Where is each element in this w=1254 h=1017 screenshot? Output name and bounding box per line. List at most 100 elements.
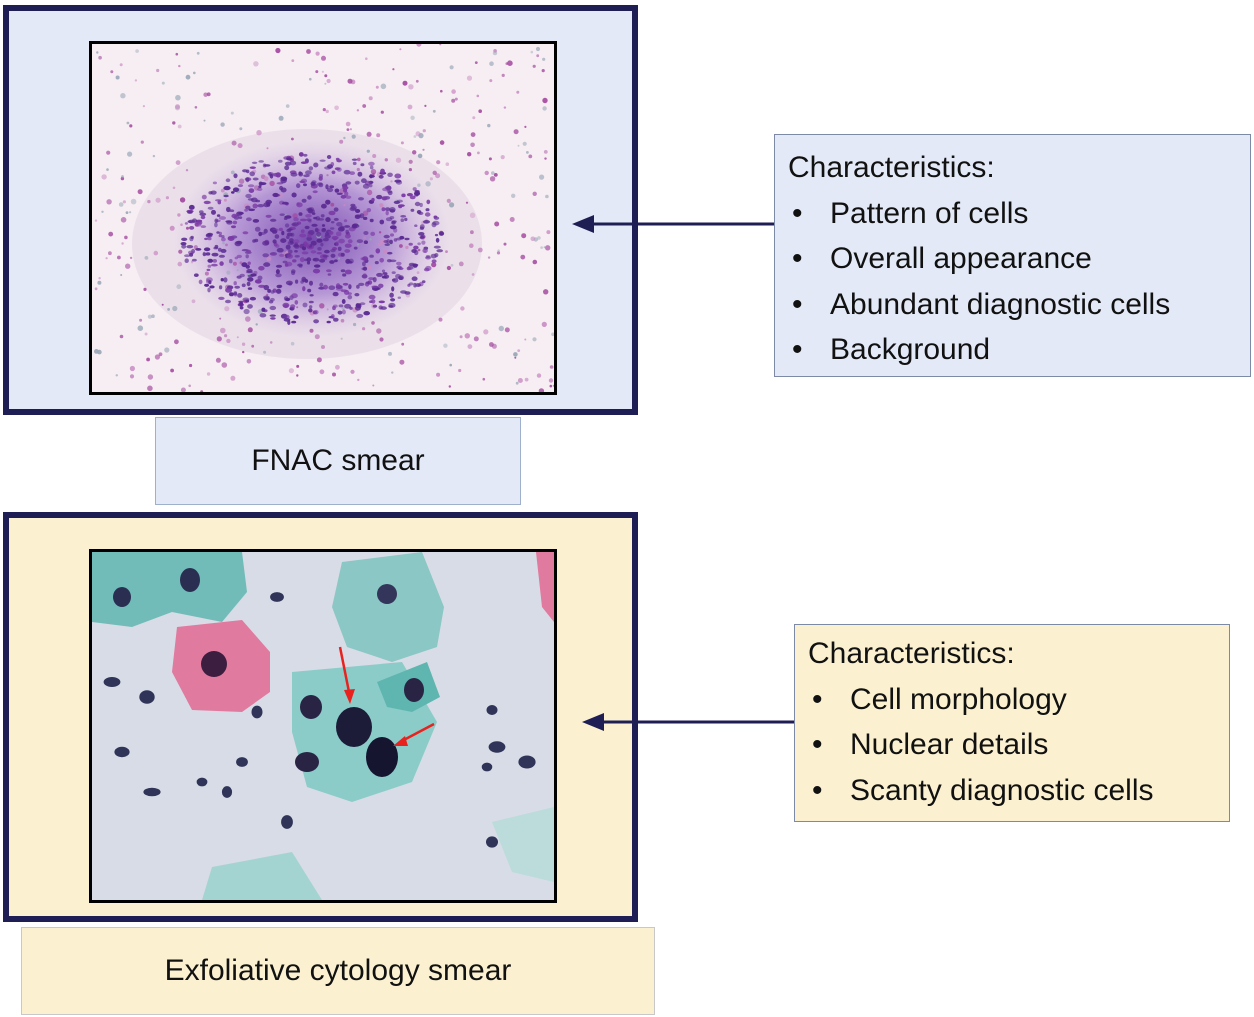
cell-dot xyxy=(242,350,245,354)
cluster-cell xyxy=(271,229,278,234)
cluster-cell xyxy=(426,199,431,205)
cluster-cell xyxy=(228,292,235,297)
cell-dot xyxy=(278,115,284,121)
exfoliative-characteristics-title: Characteristics: xyxy=(808,637,1015,670)
cell-dot xyxy=(196,51,200,55)
cluster-cell xyxy=(326,187,334,193)
cell-dot xyxy=(176,284,182,290)
cell-dot xyxy=(451,98,456,103)
cluster-cell xyxy=(414,224,418,227)
cluster-cell xyxy=(285,261,293,267)
cluster-cell xyxy=(376,194,383,200)
cell-dot xyxy=(536,373,542,378)
cluster-cell xyxy=(306,260,311,265)
cell-dot xyxy=(416,44,422,47)
cell-dot xyxy=(410,115,415,121)
cluster-cell xyxy=(272,239,277,244)
cell-dot xyxy=(408,159,413,164)
cluster-cell xyxy=(342,185,349,190)
nucleus xyxy=(481,762,493,772)
cluster-cell xyxy=(341,309,346,315)
cluster-cell xyxy=(335,241,339,246)
cluster-cell xyxy=(335,283,341,289)
cluster-cell xyxy=(293,239,300,244)
cell-dot xyxy=(315,51,320,56)
cluster-cell xyxy=(357,171,363,177)
cluster-cell xyxy=(300,161,308,164)
cell-dot xyxy=(340,318,345,323)
cell-dot xyxy=(470,132,476,137)
cell-dot xyxy=(266,293,269,296)
cluster-cell xyxy=(360,163,365,167)
cluster-cell xyxy=(396,265,402,269)
cell-dot xyxy=(105,257,108,260)
cell-dot xyxy=(449,363,453,367)
cell-dot xyxy=(296,306,299,309)
cell-dot xyxy=(118,202,124,207)
cell-dot xyxy=(291,137,294,141)
cluster-cell xyxy=(328,210,336,216)
cluster-cell xyxy=(245,205,251,210)
cluster-cell xyxy=(211,209,216,215)
cluster-cell xyxy=(324,249,330,254)
cell-dot xyxy=(125,263,131,269)
cell-dot xyxy=(326,174,329,177)
cluster-cell xyxy=(369,300,373,304)
cluster-cell xyxy=(279,213,285,216)
cell-dot xyxy=(245,316,251,322)
cluster-cell xyxy=(389,259,397,263)
cell-dot xyxy=(413,135,417,138)
cell-dot xyxy=(545,245,551,251)
cell-dot xyxy=(422,129,426,133)
cell-dot xyxy=(522,141,527,146)
cell-dot xyxy=(224,334,228,338)
cell-dot xyxy=(482,377,486,381)
cell-dot xyxy=(156,68,160,73)
cluster-cell xyxy=(322,238,329,242)
cluster-cell xyxy=(299,218,307,222)
cluster-cell xyxy=(280,238,287,244)
cluster-cell xyxy=(310,250,317,254)
cluster-cell xyxy=(321,224,326,227)
cluster-cell xyxy=(343,219,348,223)
cluster-cell xyxy=(337,310,343,315)
cluster-cell xyxy=(308,230,315,235)
cell-dot xyxy=(417,153,423,159)
cluster-cell xyxy=(393,200,401,204)
cell-dot xyxy=(469,243,474,248)
cell-dot xyxy=(391,371,394,374)
cluster-cell xyxy=(369,174,373,179)
cluster-cell xyxy=(302,286,306,292)
cluster-cell xyxy=(199,212,207,216)
cluster-cell xyxy=(234,256,238,260)
cluster-cell xyxy=(412,187,417,191)
cluster-cell xyxy=(247,184,255,188)
squamous-cell xyxy=(492,807,554,882)
cluster-cell xyxy=(247,287,253,290)
cluster-cell xyxy=(378,300,385,304)
cluster-cell xyxy=(361,178,367,184)
cluster-cell xyxy=(330,221,335,224)
cell-dot xyxy=(180,223,183,226)
cell-dot xyxy=(489,61,494,66)
cluster-cell xyxy=(389,239,393,245)
cell-dot xyxy=(460,306,465,311)
red-arrow-head xyxy=(393,736,408,746)
cluster-cell xyxy=(252,219,260,223)
cluster-cell xyxy=(258,160,264,163)
cluster-cell xyxy=(206,268,211,272)
cell-dot xyxy=(530,236,536,242)
cell-dot xyxy=(474,61,478,64)
cluster-cell xyxy=(312,268,321,274)
cluster-cell xyxy=(234,285,240,289)
cluster-cell xyxy=(313,162,319,168)
cluster-cell xyxy=(423,220,430,224)
cluster-cell xyxy=(303,183,307,187)
cluster-cell xyxy=(335,157,340,161)
cluster-cell xyxy=(235,240,243,245)
cluster-cell xyxy=(331,170,336,175)
cluster-cell xyxy=(278,284,283,288)
cell-dot xyxy=(155,197,161,203)
cluster-cell xyxy=(211,263,218,267)
cluster-cell xyxy=(259,182,267,186)
